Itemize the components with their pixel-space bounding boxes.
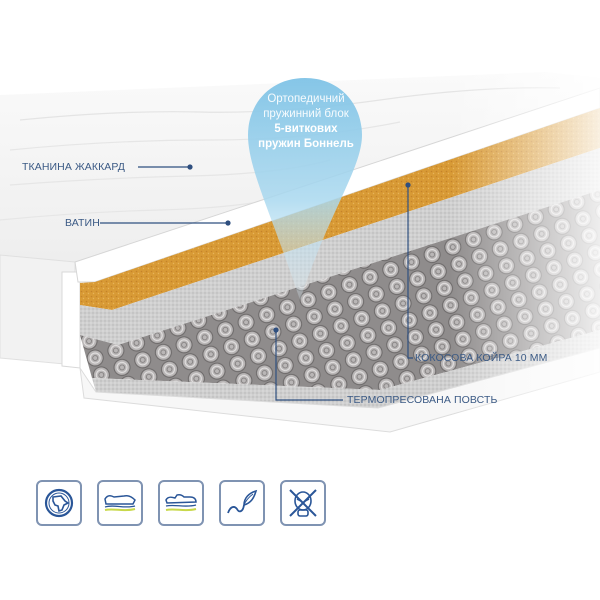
label-jacquard: ТКАНИНА ЖАККАРД [22,161,126,173]
feature-eco [219,480,265,526]
leaf-wave-icon [227,489,258,514]
body-support-icon [104,495,136,512]
feature-anatomic [158,480,204,526]
feature-orthopedic [97,480,143,526]
bubble-line-2: пружинний блок [263,108,349,120]
feature-anti-mite [280,480,326,526]
body-support-alt-icon [165,494,197,512]
globe-head-icon [44,488,74,518]
feature-hypoallergenic [36,480,82,526]
label-felt: ТЕРМОПРЕСОВАНА ПОВСТЬ [347,394,498,406]
label-batting: ВАТИН [65,217,100,229]
bubble-line-1: Ортопедичний [267,93,345,105]
info-bubble [248,78,362,300]
bubble-line-3: 5-виткових [274,123,338,135]
no-mites-icon [289,489,317,517]
label-coconut: КОКОСОВА КОЙРА 10 ММ [415,352,548,364]
bubble-caption: Ортопедичний пружинний блок 5-виткових п… [245,92,367,152]
feature-icons [36,480,326,526]
bubble-line-4: пружин Боннель [258,138,354,150]
